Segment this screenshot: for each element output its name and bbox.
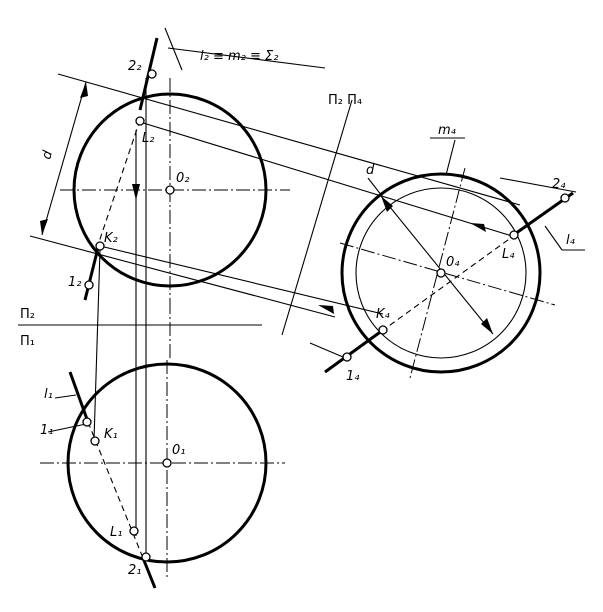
line-l2-bottom [83,247,100,301]
line-l1-bottom [141,557,157,589]
label-d-right: d [366,163,375,178]
label-O1: 0₁ [172,443,185,458]
point-1-2 [84,280,94,290]
point-O4 [436,268,446,278]
label-l1: l₁ [44,387,53,402]
label-P1: Π₁ [20,334,35,349]
dim-d-left-arrow-bot [40,219,48,235]
aux-diameter [380,195,494,335]
sigma-leader-2 [167,47,326,69]
label-L4: L₄ [502,247,515,262]
proj-L [139,121,513,237]
proj-K-arrow [318,305,334,314]
point-L1 [129,526,139,536]
axis-P2-P4 [281,99,353,336]
label-K1: K₁ [104,427,118,442]
label-2-2: 2₂ [128,59,141,74]
l4-leader [544,225,563,251]
label-L2: L₂ [142,131,154,146]
circle-inner-aux [355,187,527,359]
label-O4: 0₄ [446,255,460,270]
label-K2: K₂ [104,231,118,246]
point-2-2 [147,69,157,79]
dim-d-left-line [41,81,87,236]
label-O2: 0₂ [176,171,189,186]
axis-aux-1 [339,242,556,306]
point-1-4 [342,352,352,362]
label-P2-top: Π₂ [20,307,35,322]
label-2-4: 2₄ [552,177,566,192]
label-l4: l₄ [566,233,576,248]
point-K2 [95,241,105,251]
proj-K [99,245,384,315]
point-O2 [165,185,175,195]
label-1-1: 1₁ [40,423,53,438]
line-2-4-ext [499,177,577,193]
proj-K-down [93,249,101,441]
point-1-1 [82,417,92,427]
proj-L-down-arrow [132,184,140,200]
label-P2-P4: Π₂ Π₄ [328,93,362,108]
label-1-4: 1₄ [346,369,360,384]
point-K4 [378,325,388,335]
circle-outer-aux [340,172,542,374]
m4-leader-2 [445,139,456,176]
l1-leader [54,394,77,399]
proj-L-arrow [470,223,486,232]
line-l1-top [68,371,90,423]
point-2-4 [560,193,570,203]
line-l4-bot [324,328,384,374]
1-1-leader [47,423,87,433]
point-K1 [90,436,100,446]
dim-d-right-leader [367,177,383,197]
ext-line-bottom [29,235,336,318]
point-L2 [135,116,145,126]
label-L1: L₁ [110,525,122,540]
axis-aux-2 [409,167,466,379]
label-plane-eq: l₂ ≡ m₂ ≡ Σ₂ [200,49,278,64]
point-O1 [162,458,172,468]
aux-diam-arrow1 [381,196,393,212]
point-L4 [509,230,519,240]
label-2-1: 2₁ [128,563,141,578]
label-m4: m₄ [438,123,457,138]
label-1-2: 1₂ [68,275,81,290]
dim-d-left-arrow-top [80,82,88,98]
line-l2-inner [97,119,141,246]
ext-line-top [57,73,521,206]
point-2-1 [141,552,151,562]
label-K4: K₄ [376,307,391,322]
aux-diam-arrow2 [481,318,493,334]
label-d-left: d [39,148,56,161]
